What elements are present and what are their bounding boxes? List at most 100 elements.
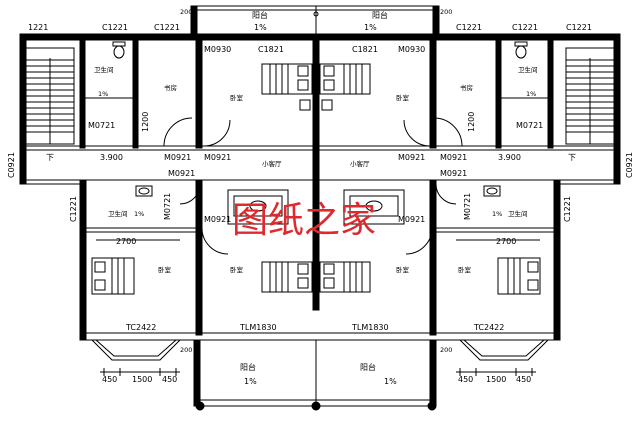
dim-450-right-1: 450 bbox=[458, 375, 473, 384]
dim-450-right-2: 450 bbox=[516, 375, 531, 384]
stair-right bbox=[565, 47, 615, 145]
slope-label-top-right: 1% bbox=[364, 23, 377, 32]
dim-200-top-right: 200 bbox=[440, 8, 452, 16]
bed-top-left bbox=[261, 63, 313, 111]
dim-1500-right: 1500 bbox=[486, 375, 506, 384]
window-label-tc2422-left: TC2422 bbox=[125, 323, 156, 332]
dim-2700-left: 2700 bbox=[116, 237, 136, 246]
labels: 1221 C1221 C1221 C1221 C1221 C1221 阳台 1%… bbox=[7, 8, 634, 386]
down-label-right: 下 bbox=[568, 153, 576, 162]
stair-left bbox=[25, 47, 75, 145]
window-label-c0921-right: C0921 bbox=[625, 152, 634, 178]
bedroom-label-lower-far-left: 卧室 bbox=[158, 265, 172, 274]
study-label-left: 书房 bbox=[164, 83, 177, 92]
outer-walls bbox=[19, 33, 621, 341]
bathroom-label-top-right: 卫生间 bbox=[518, 65, 538, 74]
dim-200-bottom-left: 200 bbox=[180, 346, 192, 354]
door-label-m0721-lower-right: M0721 bbox=[463, 193, 472, 220]
dim-2700-right: 2700 bbox=[496, 237, 516, 246]
window-label-c1221-left: C1221 bbox=[102, 23, 128, 32]
door-label-m0930-right: M0930 bbox=[398, 45, 425, 54]
slope-label-top-left: 1% bbox=[254, 23, 267, 32]
bathroom-label-top-left: 卫生间 bbox=[94, 65, 114, 74]
bed-bottom-center-left bbox=[261, 261, 313, 293]
sofa-right bbox=[343, 189, 405, 225]
slope-label-bath-lower-right: 1% bbox=[492, 210, 502, 218]
door-label-m0921-3: M0921 bbox=[398, 153, 425, 162]
small-living-label-right: 小客厅 bbox=[350, 159, 370, 168]
slope-label-bath-lower-left: 1% bbox=[134, 210, 144, 218]
bed-bottom-left bbox=[91, 257, 135, 295]
balcony-label-bottom-right: 阳台 bbox=[360, 362, 376, 372]
bathroom-label-lower-right: 卫生间 bbox=[508, 209, 528, 218]
bed-bottom-right bbox=[497, 257, 541, 295]
bathroom-label-lower-left: 卫生间 bbox=[108, 209, 128, 218]
balcony-label-top-left: 阳台 bbox=[252, 10, 268, 20]
dimension-lines-bottom bbox=[96, 239, 540, 376]
window-label-c1821-left: C1821 bbox=[258, 45, 284, 54]
interior-walls-top bbox=[26, 39, 614, 311]
bay-window-right bbox=[459, 339, 549, 361]
window-label-c1221-left2: C1221 bbox=[154, 23, 180, 32]
toilet-top-right bbox=[514, 41, 528, 59]
watermark-text: 图纸之家 bbox=[232, 200, 376, 241]
elevation-label-right: 3.900 bbox=[498, 153, 521, 162]
door-label-m0921-5: M0921 bbox=[168, 169, 195, 178]
bed-top-right bbox=[319, 63, 371, 111]
bottom-balcony bbox=[193, 339, 437, 411]
toilet-top-left bbox=[112, 41, 126, 59]
dim-200-bottom-right: 200 bbox=[440, 346, 452, 354]
door-label-tlm1830-right: TLM1830 bbox=[351, 323, 389, 332]
dim-450-left-2: 450 bbox=[162, 375, 177, 384]
window-label-tc2422-right: TC2422 bbox=[473, 323, 504, 332]
dim-1500-left: 1500 bbox=[132, 375, 152, 384]
slope-label-bottom-right: 1% bbox=[384, 377, 397, 386]
dim-1200-left: 1200 bbox=[141, 112, 150, 132]
bedroom-label-lower-right: 卧室 bbox=[396, 265, 410, 274]
window-label-c1221-right2: C1221 bbox=[456, 23, 482, 32]
balcony-label-top-right: 阳台 bbox=[372, 10, 388, 20]
door-label-m0721-lower-left: M0721 bbox=[163, 193, 172, 220]
door-label-m0921-4: M0921 bbox=[440, 153, 467, 162]
bedroom-label-top-right: 卧室 bbox=[396, 93, 410, 102]
bedroom-label-lower-far-right: 卧室 bbox=[458, 265, 472, 274]
bed-bottom-center-right bbox=[319, 261, 371, 293]
sink-lower-right bbox=[483, 185, 501, 197]
door-label-m0921-6: M0921 bbox=[440, 169, 467, 178]
window-label-c1221-far-right: C1221 bbox=[566, 23, 592, 32]
bedroom-label-lower-left: 卧室 bbox=[230, 265, 244, 274]
door-label-m0921-1: M0921 bbox=[164, 153, 191, 162]
sink-lower-left bbox=[135, 185, 153, 197]
slope-label-bath-top-left: 1% bbox=[98, 90, 108, 98]
sofa-left bbox=[227, 189, 289, 225]
door-label-m0721-top-left: M0721 bbox=[88, 121, 115, 130]
elevation-label-left: 3.900 bbox=[100, 153, 123, 162]
study-label-right: 书房 bbox=[460, 83, 473, 92]
window-label-c1221-right: C1221 bbox=[512, 23, 538, 32]
dim-200-top-left: 200 bbox=[180, 8, 192, 16]
door-label-m0930-left: M0930 bbox=[204, 45, 231, 54]
window-label-c0921-left: C0921 bbox=[7, 152, 16, 178]
door-label-tlm1830-left: TLM1830 bbox=[239, 323, 277, 332]
top-balcony bbox=[190, 5, 440, 37]
dim-1200-right: 1200 bbox=[467, 112, 476, 132]
small-living-label-left: 小客厅 bbox=[262, 159, 282, 168]
window-label-c1221-lower-right: C1221 bbox=[563, 196, 572, 222]
window-label-c1821-right: C1821 bbox=[352, 45, 378, 54]
bay-window-left bbox=[91, 339, 181, 361]
door-swings bbox=[163, 117, 463, 255]
door-label-m0921-lower-left: M0921 bbox=[204, 215, 231, 224]
slope-label-bath-top-right: 1% bbox=[526, 90, 536, 98]
door-label-m0921-lower-right: M0921 bbox=[398, 215, 425, 224]
balcony-label-bottom-left: 阳台 bbox=[240, 362, 256, 372]
door-label-m0921-2: M0921 bbox=[204, 153, 231, 162]
bedroom-label-top-left: 卧室 bbox=[230, 93, 244, 102]
slope-label-bottom-left: 1% bbox=[244, 377, 257, 386]
dim-label-1221: 1221 bbox=[28, 23, 48, 32]
window-label-c1221-lower-left: C1221 bbox=[69, 196, 78, 222]
interior-walls-bottom bbox=[26, 179, 614, 336]
down-label-left: 下 bbox=[46, 153, 54, 162]
door-label-m0721-top-right: M0721 bbox=[516, 121, 543, 130]
dim-450-left-1: 450 bbox=[102, 375, 117, 384]
